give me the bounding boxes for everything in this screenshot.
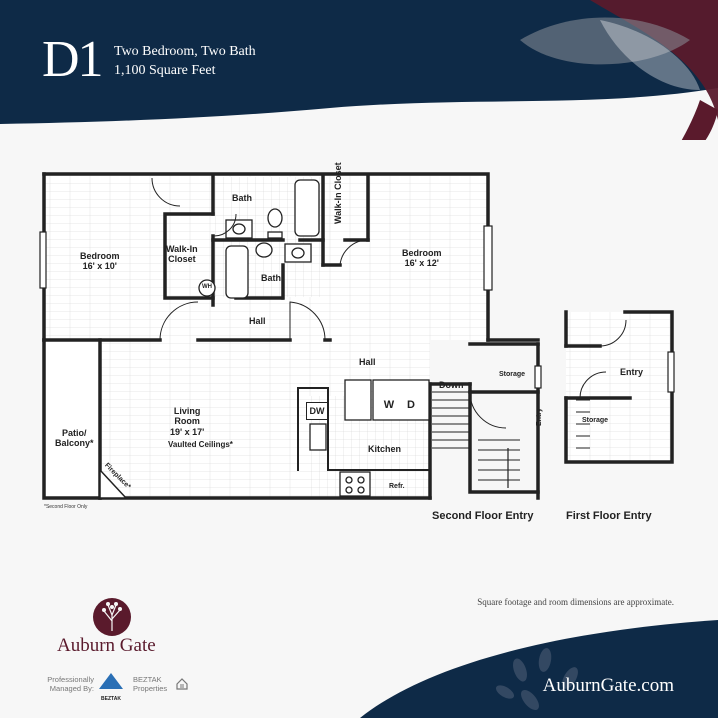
- hall-lower-label: Hall: [359, 357, 376, 367]
- floor-plan: [39, 172, 675, 500]
- website-link[interactable]: AuburnGate.com: [542, 675, 674, 696]
- storage-2f-label: Storage: [499, 371, 526, 378]
- vaulted-ceilings-label: Vaulted Ceilings*: [168, 440, 233, 449]
- hall-upper-label: Hall: [249, 316, 266, 326]
- tree-logo-icon: [93, 598, 131, 636]
- kitchen-label: Kitchen: [368, 444, 402, 454]
- entry-1f-label: Entry: [620, 367, 644, 377]
- unit-layout: Two Bedroom, Two Bath: [114, 44, 256, 59]
- bath-mid-label: Bath: [261, 273, 281, 283]
- first-floor-entry-caption: First Floor Entry: [566, 510, 652, 522]
- dishwasher-label: DW: [306, 402, 328, 420]
- second-floor-only-note: *Second Floor Only: [44, 504, 88, 510]
- dryer-label: D: [407, 399, 415, 411]
- unit-area: 1,100 Square Feet: [114, 63, 216, 78]
- storage-1f-label: Storage: [582, 417, 609, 424]
- bath-top-label: Bath: [232, 193, 252, 203]
- washer-label: W: [383, 399, 395, 411]
- stairs-down-label: Down: [439, 380, 464, 390]
- patio-label: Patio/Balcony*: [55, 428, 94, 449]
- footer-wave: [360, 620, 718, 718]
- unit-code: D1: [42, 31, 104, 88]
- water-heater-label: WH: [202, 284, 212, 290]
- brand-name: Auburn Gate: [57, 635, 156, 656]
- beztak-logo-icon: BEZTAK: [97, 671, 125, 702]
- second-floor-entry-caption: Second Floor Entry: [432, 510, 534, 522]
- walkin-closet-right-label: Walk-In Closet: [333, 162, 343, 224]
- equal-housing-icon: [176, 678, 188, 690]
- refrigerator-label: Refr.: [389, 483, 405, 490]
- leaf-decoration-icon: [590, 0, 718, 120]
- disclaimer: Square footage and room dimensions are a…: [477, 597, 674, 607]
- header-banner: [0, 0, 718, 140]
- entry-2f-label: Entry: [536, 408, 543, 426]
